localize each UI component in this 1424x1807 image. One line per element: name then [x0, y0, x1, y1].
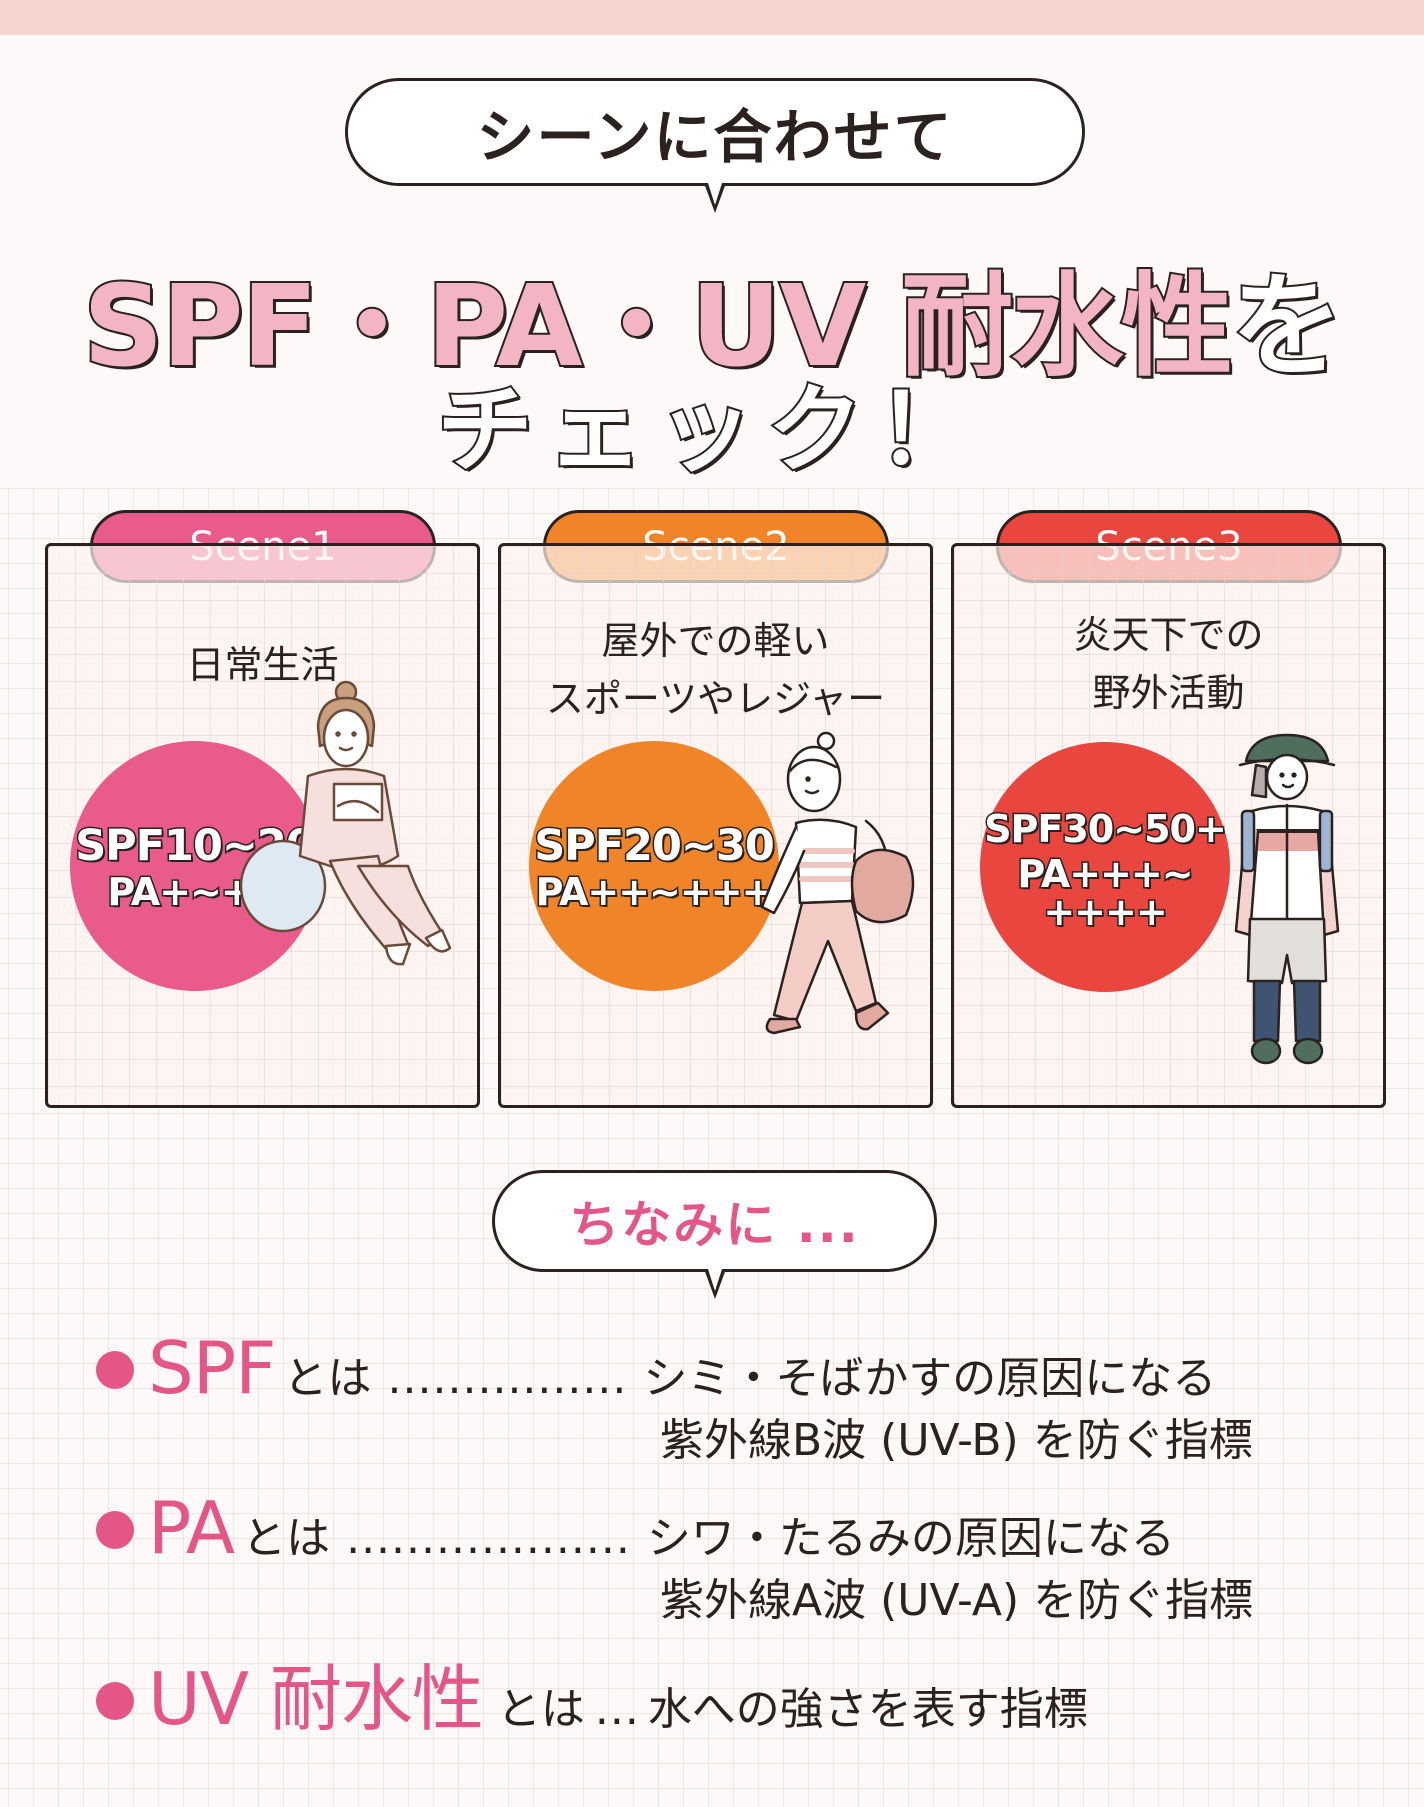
- bullet-dot-icon: [96, 1682, 134, 1720]
- speech-bubble-tail-icon: [704, 180, 726, 213]
- definition-connector: とは: [283, 1353, 372, 1404]
- headline-line-2: チェック！: [435, 372, 987, 488]
- definition-term: UV 耐水性: [148, 1657, 484, 1741]
- pa-range: PA+++~ ++++: [1016, 852, 1195, 934]
- scene-description-line: 日常生活: [186, 643, 339, 687]
- spf-range: SPF30~50+: [983, 806, 1229, 853]
- bullet-dot-icon: [96, 1351, 134, 1389]
- speech-bubble-tail-icon: [703, 1266, 726, 1299]
- definition-leader-dots: ................: [387, 1353, 628, 1404]
- headline-terms: SPF・PA・UV 耐水性: [81, 260, 1235, 394]
- woman-walking-with-bag-icon: [760, 731, 915, 1035]
- definition-text-line-1: 水への強さを表す指標: [647, 1684, 1088, 1735]
- bullet-dot-icon: [96, 1511, 134, 1549]
- scene-1-description: 日常生活: [48, 636, 477, 694]
- top-color-band: [0, 0, 1424, 35]
- definition-spf: SPF とは ................ シミ・そばかすの原因になる: [96, 1326, 1216, 1410]
- definition-term: PA: [148, 1486, 235, 1570]
- definition-uv-water-resistance: UV 耐水性 とは ... 水への強さを表す指標: [96, 1640, 1088, 1745]
- note-speech-bubble: ちなみに ...: [492, 1170, 937, 1299]
- definition-text-line-1: シワ・たるみの原因になる: [646, 1513, 1175, 1564]
- definition-pa-line-2: 紫外線A波 (UV-A) を防ぐ指標: [660, 1575, 1254, 1626]
- scene-2-description: 屋外での軽い スポーツやレジャー: [501, 612, 930, 728]
- definition-text-line-1: シミ・そばかすの原因になる: [643, 1353, 1217, 1404]
- woman-sitting-reading-icon: [239, 680, 452, 966]
- spf-range: SPF20~30: [533, 820, 777, 873]
- headline-particle: を: [1229, 260, 1345, 394]
- definition-connector: とは: [496, 1684, 585, 1735]
- scene-2-card: 屋外での軽い スポーツやレジャー SPF20~30 PA++~+++: [498, 543, 933, 1108]
- scene-3-card: 炎天下での 野外活動 SPF30~50+ PA+++~ ++++: [951, 543, 1386, 1108]
- note-bubble-text: ちなみに ...: [569, 1196, 860, 1254]
- definition-connector: とは: [242, 1513, 331, 1564]
- scene-description-line: 屋外での軽い: [601, 619, 830, 663]
- scene-1-card: 日常生活 SPF10~20 PA+~++: [45, 543, 480, 1108]
- pa-range: PA++~+++: [534, 870, 775, 914]
- definition-term: SPF: [148, 1326, 277, 1410]
- definition-leader-dots: ...: [594, 1684, 640, 1735]
- hiker-with-backpack-icon: [1234, 733, 1340, 1065]
- scene-3-description: 炎天下での 野外活動: [954, 606, 1383, 722]
- definition-spf-line-2: 紫外線B波 (UV-B) を防ぐ指標: [660, 1415, 1253, 1466]
- definition-pa: PA とは ................... シワ・たるみの原因になる: [96, 1486, 1175, 1570]
- scene-description-line: スポーツやレジャー: [545, 677, 886, 721]
- scene-description-line: 野外活動: [1092, 671, 1245, 715]
- intro-bubble-text: シーンに合わせて: [476, 103, 954, 171]
- scene-description-line: 炎天下での: [1073, 613, 1264, 657]
- scene-2-rating-circle: SPF20~30 PA++~+++: [529, 741, 779, 991]
- scene-3-rating-circle: SPF30~50+ PA+++~ ++++: [980, 742, 1230, 992]
- definition-leader-dots: ...................: [346, 1513, 631, 1564]
- headline-line-1: SPF・PA・UV 耐水性を: [0, 236, 1424, 398]
- intro-speech-bubble: シーンに合わせて: [345, 78, 1085, 213]
